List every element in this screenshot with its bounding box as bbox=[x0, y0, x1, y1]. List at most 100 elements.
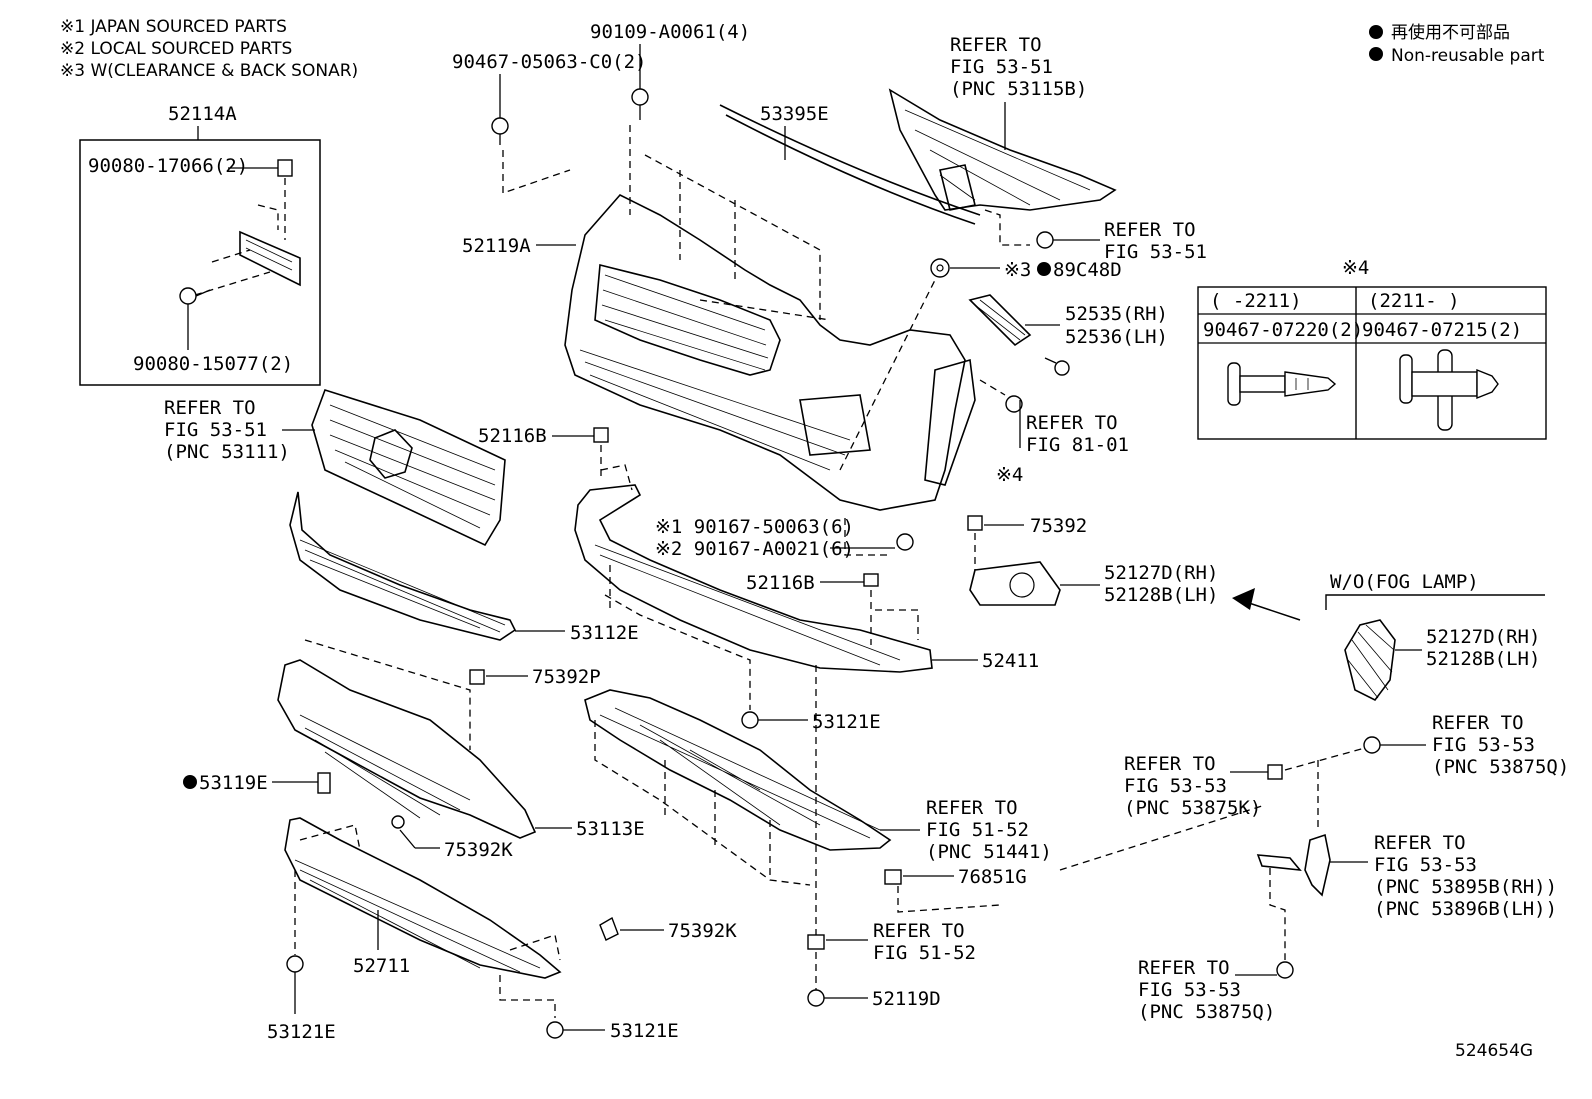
clip-icon bbox=[317, 772, 331, 794]
table-header: (2211- ) bbox=[1368, 290, 1460, 312]
refer-text: REFER TO bbox=[1138, 957, 1230, 979]
refer-text: (PNC 53875Q) bbox=[1138, 1001, 1275, 1023]
refer-text: REFER TO bbox=[950, 34, 1042, 56]
part-label: 52119D bbox=[872, 988, 941, 1010]
part-label: 75392 bbox=[1030, 515, 1087, 537]
part-label: 75392K bbox=[668, 920, 737, 942]
lower-bumper-icon bbox=[574, 484, 933, 673]
table-mark: ※4 bbox=[1342, 257, 1369, 279]
bolt-icon bbox=[1363, 736, 1381, 754]
refer-text: (PNC 53875K) bbox=[1124, 797, 1261, 819]
bolt-icon bbox=[1276, 961, 1294, 979]
inset-frame bbox=[79, 139, 321, 386]
refer-text: FIG 51-52 bbox=[926, 819, 1029, 841]
refer-text: FIG 53-53 bbox=[1374, 854, 1477, 876]
refer-text: FIG 53-53 bbox=[1432, 734, 1535, 756]
support-part-icon bbox=[888, 88, 1117, 211]
refer-text: FIG 53-53 bbox=[1138, 979, 1241, 1001]
refer-text: (PNC 53111) bbox=[164, 441, 290, 463]
refer-text: (PNC 53115B) bbox=[950, 78, 1087, 100]
fog-opening bbox=[799, 394, 871, 456]
part-label: 53113E bbox=[576, 818, 645, 840]
sonar-icon bbox=[930, 258, 950, 278]
note-mark: ※3 bbox=[1004, 259, 1031, 281]
bracket-inset: 52114A 90080-17066(2) 90080-15077(2) bbox=[79, 103, 321, 386]
inset-part-label: 90080-17066(2) bbox=[88, 155, 248, 177]
clip-icon bbox=[807, 934, 825, 950]
part-label: 52116B bbox=[746, 572, 815, 594]
refer-text: REFER TO bbox=[164, 397, 256, 419]
non-reusable-dot-icon bbox=[1369, 47, 1383, 61]
part-label: 52127D(RH) bbox=[1426, 626, 1540, 648]
part-label: 90109-A0061(4) bbox=[590, 21, 750, 43]
non-reusable-dot-icon bbox=[183, 775, 197, 789]
refer-text: REFER TO bbox=[1026, 412, 1118, 434]
part-label: 53395E bbox=[760, 103, 829, 125]
refer-text: REFER TO bbox=[873, 920, 965, 942]
part-label: 53119E bbox=[199, 772, 268, 794]
clip-icon bbox=[599, 916, 619, 941]
clip-icon bbox=[741, 711, 759, 729]
figure-id: 524654G bbox=[1455, 1041, 1533, 1061]
emblem-icon bbox=[369, 429, 413, 479]
grille-part-icon bbox=[311, 389, 506, 547]
clip-icon bbox=[967, 515, 983, 531]
note-japan-sourced: ※1 JAPAN SOURCED PARTS bbox=[60, 17, 287, 37]
inset-title: 52114A bbox=[168, 103, 237, 125]
part-label: 90467-05063-C0(2) bbox=[452, 51, 646, 73]
clip-icon bbox=[593, 427, 609, 443]
part-label: 89C48D bbox=[1053, 259, 1122, 281]
clip-icon bbox=[1399, 349, 1499, 431]
bolt-icon bbox=[1036, 231, 1054, 249]
refer-text: FIG 53-51 bbox=[1104, 241, 1207, 263]
refer-text: (PNC 51441) bbox=[926, 841, 1052, 863]
clip-icon bbox=[863, 573, 879, 587]
moulding-part-icon bbox=[719, 104, 981, 216]
clip-icon bbox=[491, 117, 509, 135]
refer-text: FIG 51-52 bbox=[873, 942, 976, 964]
refer-text: REFER TO bbox=[1124, 753, 1216, 775]
part-label: 52116B bbox=[478, 425, 547, 447]
part-label: 52711 bbox=[353, 955, 410, 977]
non-reusable-dot-icon bbox=[1037, 262, 1051, 276]
legend-english: Non-reusable part bbox=[1391, 46, 1545, 66]
bolt-icon bbox=[896, 533, 914, 551]
bracket-part-icon bbox=[239, 230, 301, 287]
part-label: 52536(LH) bbox=[1065, 326, 1168, 348]
refer-text: REFER TO bbox=[1374, 832, 1466, 854]
bolt-icon bbox=[179, 287, 197, 305]
inset-part-label: 90080-15077(2) bbox=[133, 353, 293, 375]
legend-japanese: 再使用不可部品 bbox=[1391, 22, 1510, 43]
part-label: 75392P bbox=[532, 666, 601, 688]
arrow-left-icon bbox=[1232, 588, 1255, 610]
bumper-grille-opening bbox=[594, 263, 781, 376]
fog-variant: W/O(FOG LAMP) 52127D(RH) 52128B(LH) bbox=[1232, 571, 1545, 702]
bumper-cover-icon bbox=[564, 194, 966, 511]
part-label: 52128B(LH) bbox=[1104, 584, 1218, 606]
refer-text: (PNC 53895B(RH)) bbox=[1374, 876, 1557, 898]
table-header: ( -2211) bbox=[1210, 290, 1302, 312]
side-bracket-icon bbox=[968, 294, 1032, 347]
refer-text: (PNC 53875Q) bbox=[1432, 756, 1569, 778]
table-cell: 90467-07220(2) bbox=[1203, 319, 1363, 341]
clip-icon bbox=[546, 1021, 564, 1039]
part-label: 53121E bbox=[610, 1020, 679, 1042]
skid-plate-icon bbox=[277, 659, 537, 839]
clip-nut-icon bbox=[277, 159, 293, 177]
part-label: 53121E bbox=[812, 711, 881, 733]
fog-variant-heading: W/O(FOG LAMP) bbox=[1330, 571, 1479, 593]
clip-icon bbox=[1267, 764, 1283, 780]
refer-text: (PNC 53896B(LH)) bbox=[1374, 898, 1557, 920]
bolt-icon bbox=[807, 989, 825, 1007]
refer-text: FIG 53-53 bbox=[1124, 775, 1227, 797]
note-local-sourced: ※2 LOCAL SOURCED PARTS bbox=[60, 39, 292, 59]
clip-icon bbox=[286, 955, 304, 973]
refer-text: FIG 81-01 bbox=[1026, 434, 1129, 456]
clip-table: ※4 ( -2211) (2211- ) 90467-07220(2) 9046… bbox=[1197, 257, 1547, 440]
bolt-icon bbox=[1054, 360, 1070, 376]
note-clearance-sonar: ※3 W(CLEARANCE & BACK SONAR) bbox=[60, 61, 358, 81]
part-label: 53112E bbox=[570, 622, 639, 644]
part-label: 53121E bbox=[267, 1021, 336, 1043]
lower-garnish-icon bbox=[284, 817, 562, 979]
